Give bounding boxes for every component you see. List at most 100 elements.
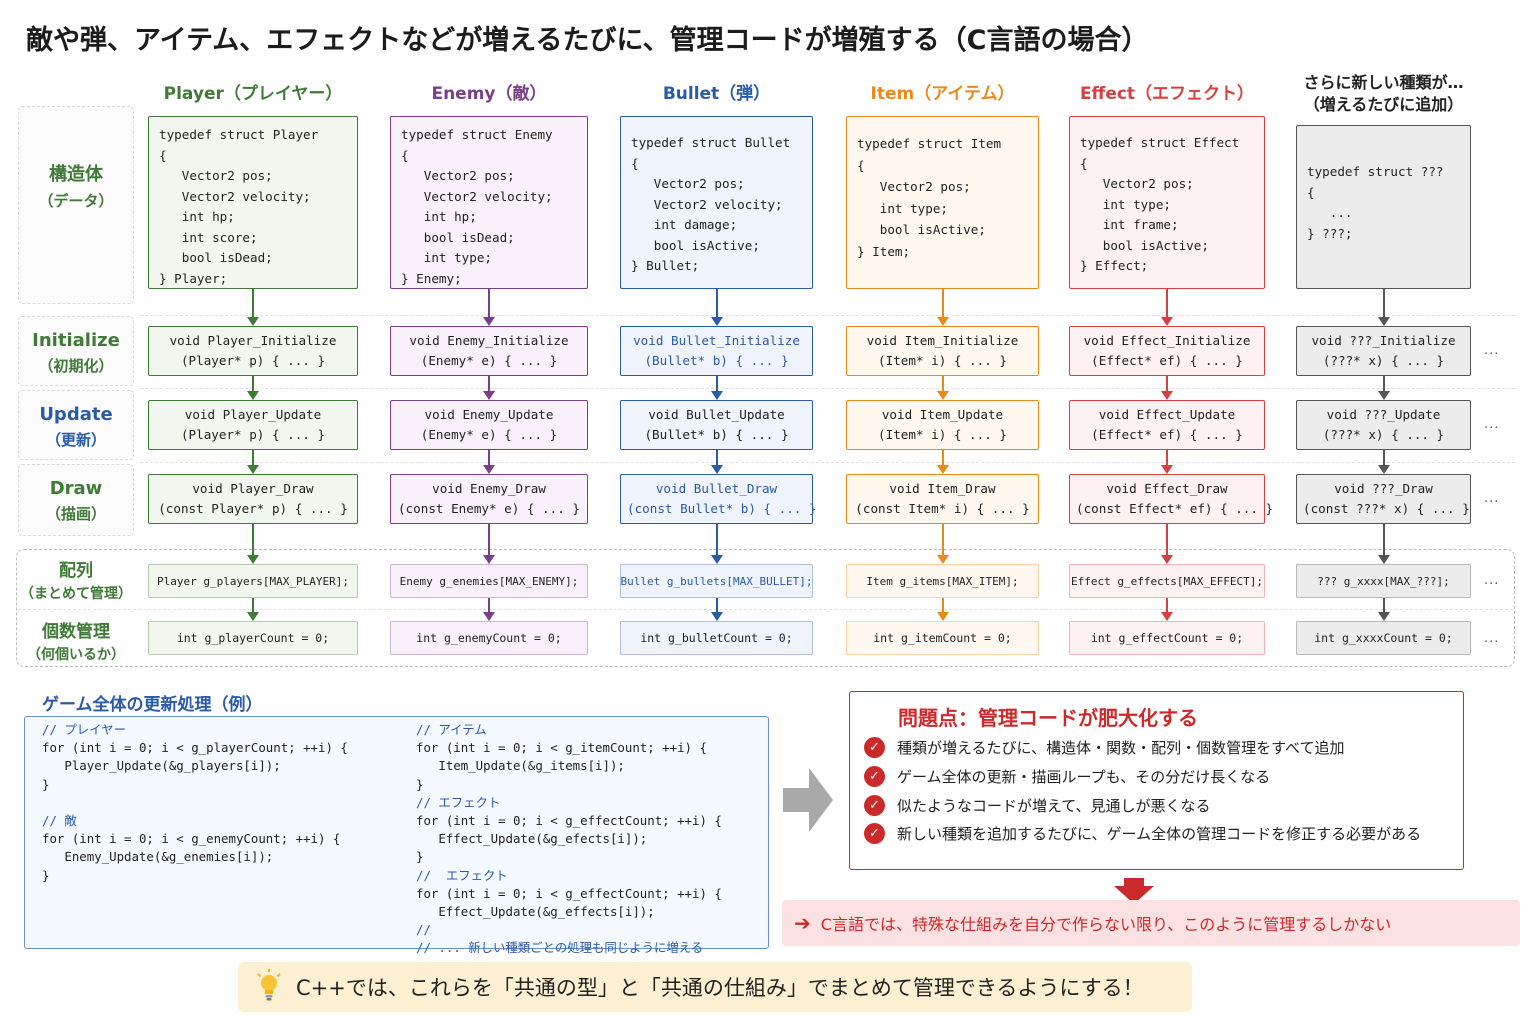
arrow-down-icon (936, 317, 949, 326)
code-line: Item_Update(&g_items[i]); (416, 758, 625, 774)
connector-line (488, 524, 490, 556)
row-label-init: Initialize （初期化） (18, 330, 134, 376)
row-label-count-main: 個数管理 (42, 622, 110, 642)
code-line (42, 794, 348, 812)
connector-line (252, 524, 254, 556)
arrow-down-icon (1161, 465, 1173, 474)
function-box-init-effect: void Effect_Initialize (Effect* ef) { ..… (1069, 326, 1265, 376)
arrow-down-icon (483, 465, 495, 474)
connector-line (252, 376, 254, 392)
code-line: } (42, 867, 50, 883)
arrow-down-icon (936, 612, 949, 621)
struct-box-item: typedef struct Item { Vector2 pos; int t… (846, 116, 1039, 289)
problem-item: ✓ 新しい種類を追加するたびに、ゲーム全体の管理コードを修正する必要がある (864, 823, 1421, 844)
connector-line (252, 289, 254, 318)
connector-line (488, 289, 490, 318)
code-comment-line: // アイテム (416, 722, 487, 737)
code-line: Player_Update(&g_players[i]); (42, 758, 281, 774)
arrow-down-icon (483, 555, 495, 564)
problem-item-text: 新しい種類を追加するたびに、ゲーム全体の管理コードを修正する必要がある (897, 825, 1422, 843)
page-title: 敵や弾、アイテム、エフェクトなどが増えるたびに、管理コードが増殖する（C言語の場… (26, 25, 1149, 56)
row-separator (140, 388, 1515, 389)
count-box-new-kind: int g_xxxxCount = 0; (1296, 621, 1471, 655)
row-label-array-sub: （まとめて管理） (20, 586, 132, 602)
problem-box (849, 691, 1464, 870)
arrow-down-icon (247, 317, 259, 326)
cpp-banner-text: C++では、これらを「共通の型」と「共通の仕組み」でまとめて管理できるようにする… (296, 976, 1144, 1000)
array-count-frame (16, 549, 1515, 667)
array-box-effect: Effect g_effects[MAX_EFFECT]; (1069, 564, 1265, 598)
arrow-down-icon (247, 391, 259, 400)
function-box-init-enemy: void Enemy_Initialize (Enemy* e) { ... } (390, 326, 588, 376)
code-line: } (416, 849, 424, 865)
code-comment-line: // プレイヤー (42, 722, 126, 737)
arrow-down-icon (1377, 465, 1390, 474)
code-line: for (int i = 0; i < g_itemCount; ++i) { (416, 740, 707, 756)
problem-title: 問題点：管理コードが肥大化する (898, 706, 1198, 730)
arrow-down-icon (1161, 391, 1173, 400)
code-line: } (416, 776, 424, 792)
arrow-down-icon (1161, 555, 1173, 564)
arrow-down-icon (1161, 317, 1173, 326)
connector-line (715, 598, 718, 613)
row-label-array-main: 配列 (59, 561, 93, 581)
function-box-draw-enemy: void Enemy_Draw (const Enemy* e) { ... } (390, 474, 588, 524)
arrow-down-icon (710, 465, 723, 474)
arrow-right-icon: ➔ (794, 911, 811, 935)
code-line: Effect_Update(&g_effects[i]); (416, 904, 655, 920)
code-line: for (int i = 0; i < g_enemyCount; ++i) { (42, 831, 341, 847)
row-label-init-sub: （初期化） (38, 357, 114, 375)
row-label-init-main: Initialize (32, 330, 120, 351)
column-header-bullet: Bullet（弾） (662, 84, 771, 104)
code-line: } (42, 776, 50, 792)
row-label-count-sub: （何個いるか） (27, 647, 125, 663)
function-box-draw-new-kind: void ???_Draw (const ???* x) { ... } (1296, 474, 1471, 524)
check-circle-icon: ✓ (864, 737, 885, 758)
arrow-down-icon (247, 612, 259, 621)
connector-line (941, 289, 944, 318)
connector-line (715, 376, 718, 392)
struct-box-player: typedef struct Player { Vector2 pos; Vec… (148, 116, 358, 289)
connector-line (941, 598, 944, 613)
update-loop-code-right: // アイテム for (int i = 0; i < g_itemCount; … (416, 721, 722, 958)
arrow-down-icon (483, 317, 495, 326)
problem-item: ✓ ゲーム全体の更新・描画ループも、その分だけ長くなる (864, 766, 1270, 787)
row-separator (140, 462, 1515, 463)
row-label-frame-struct (18, 106, 134, 304)
function-box-update-effect: void Effect_Update (Effect* ef) { ... } (1069, 400, 1265, 450)
connector-line (1166, 450, 1168, 466)
function-box-init-bullet: void Bullet_Initialize (Bullet* b) { ...… (620, 326, 813, 376)
row-label-struct-main: 構造体 (49, 164, 103, 185)
struct-box-effect: typedef struct Effect { Vector2 pos; int… (1069, 116, 1265, 289)
check-circle-icon: ✓ (864, 766, 885, 787)
connector-line (1382, 376, 1385, 392)
connector-line (488, 450, 490, 466)
c-language-banner-text: C言語では、特殊な仕組みを自分で作らない限り、このように管理するしかない (820, 915, 1392, 934)
arrow-down-icon (710, 612, 723, 621)
arrow-down-icon (936, 391, 949, 400)
arrow-down-icon (1377, 612, 1390, 621)
ellipsis: ... (1484, 491, 1500, 506)
struct-box-bullet: typedef struct Bullet { Vector2 pos; Vec… (620, 116, 813, 289)
ellipsis: ... (1484, 631, 1500, 646)
code-comment-line: // 敵 (42, 813, 77, 828)
function-box-draw-item: void Item_Draw (const Item* i) { ... } (846, 474, 1039, 524)
connector-line (1382, 598, 1385, 613)
column-header-player: Player（プレイヤー） (163, 84, 343, 104)
ellipsis: ... (1484, 343, 1500, 358)
ellipsis: ... (1484, 573, 1500, 588)
count-box-enemy: int g_enemyCount = 0; (390, 621, 588, 655)
row-separator (18, 609, 1513, 610)
connector-line (1382, 450, 1385, 466)
row-label-frame-init (18, 316, 134, 386)
count-box-bullet: int g_bulletCount = 0; (620, 621, 813, 655)
function-box-init-new-kind: void ???_Initialize (???* x) { ... } (1296, 326, 1471, 376)
connector-line (488, 376, 490, 392)
arrow-down-icon (483, 391, 495, 400)
function-box-update-item: void Item_Update (Item* i) { ... } (846, 400, 1039, 450)
array-box-item: Item g_items[MAX_ITEM]; (846, 564, 1039, 598)
code-comment-line: // (416, 922, 431, 938)
arrow-down-icon (247, 465, 259, 474)
row-label-draw-sub: （描画） (45, 505, 106, 523)
row-label-frame-update (18, 390, 134, 460)
